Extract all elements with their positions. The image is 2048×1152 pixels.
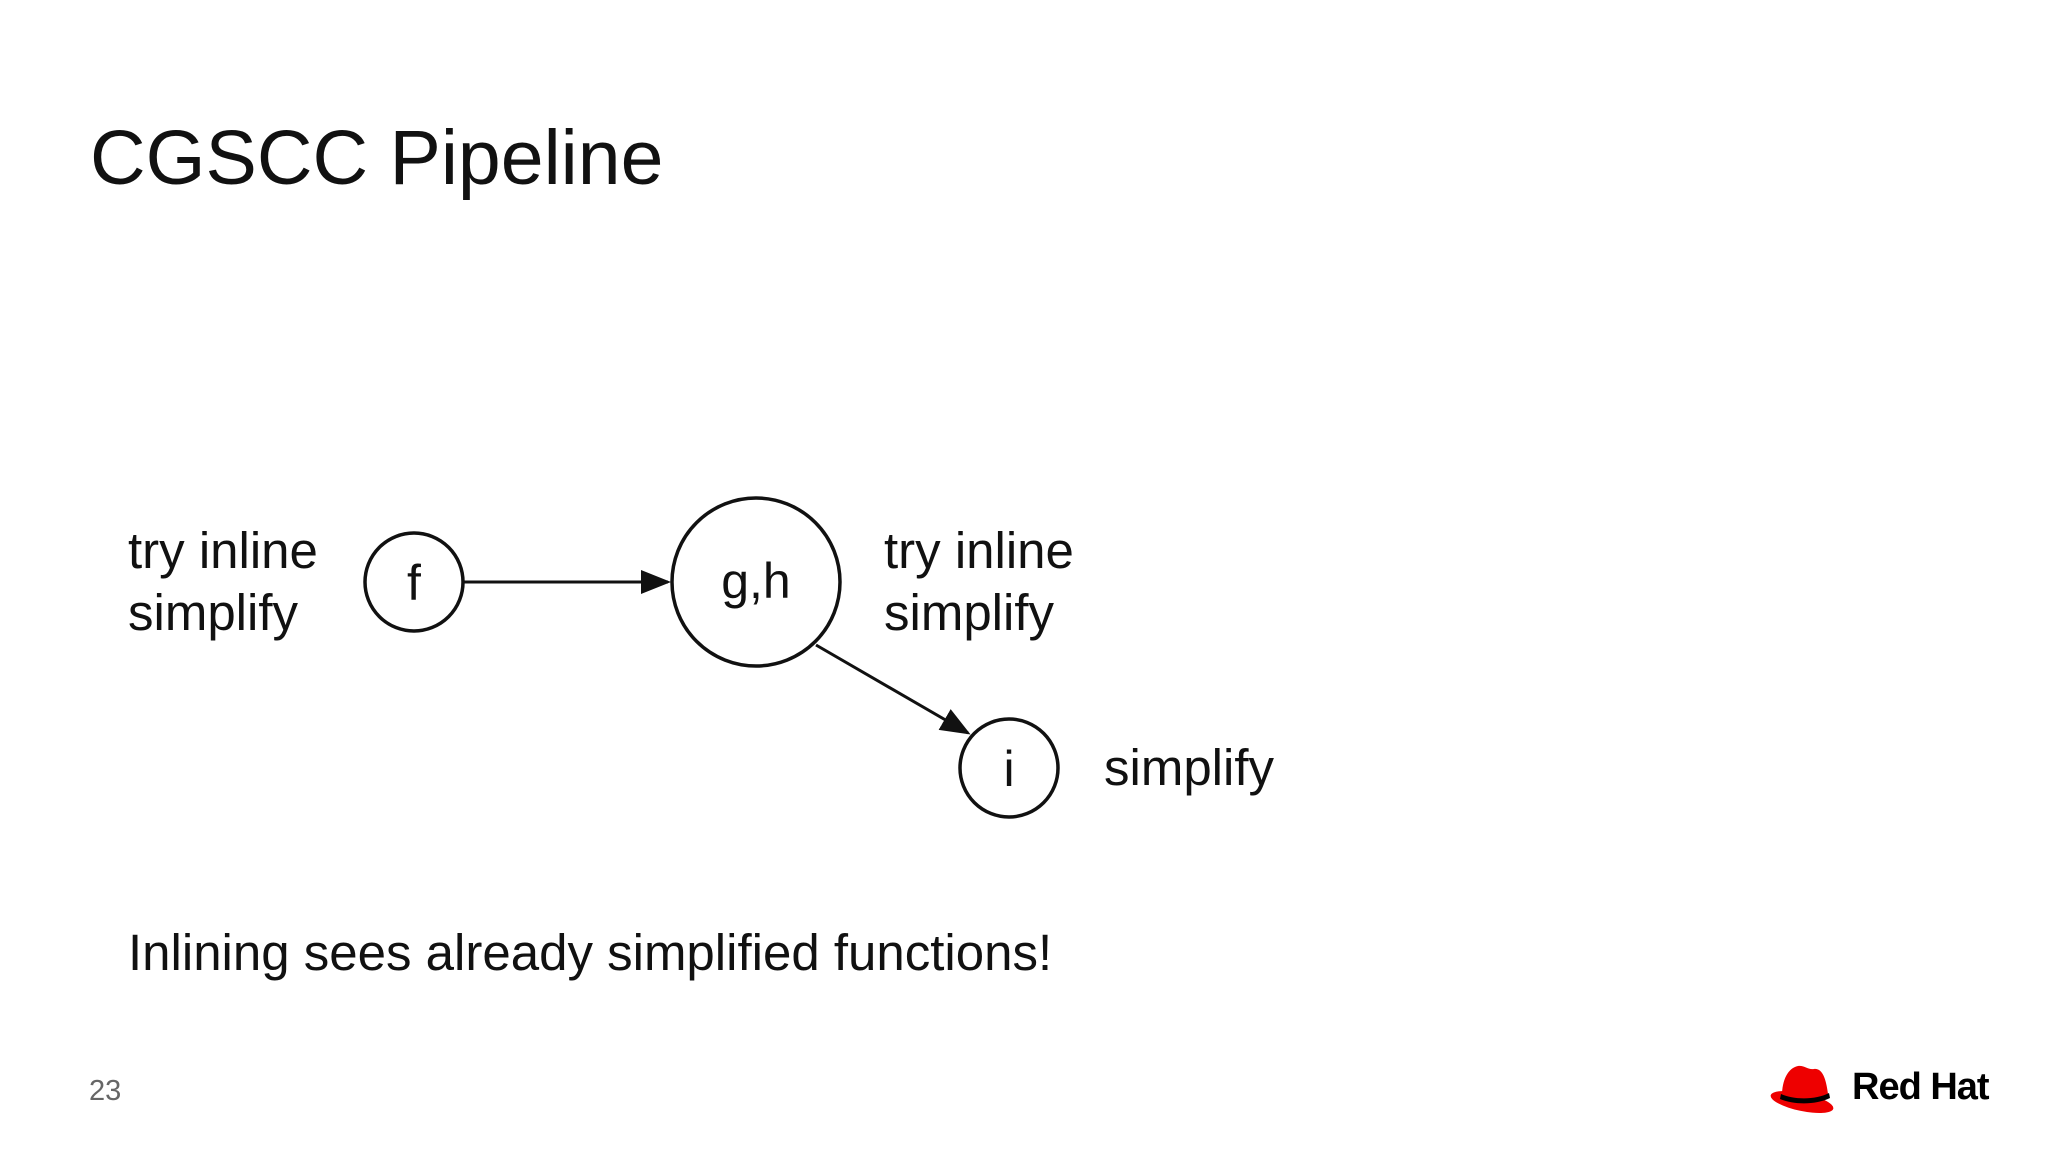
slide-title: CGSCC Pipeline	[90, 115, 664, 201]
node-f-note: try inline simplify	[128, 522, 318, 641]
node-f-label: f	[407, 555, 421, 611]
node-f: f	[363, 531, 465, 633]
conclusion-text: Inlining sees already simplified functio…	[128, 924, 1053, 981]
node-gh: g,h	[670, 496, 842, 668]
page-number: 23	[89, 1075, 122, 1107]
node-gh-note: try inline simplify	[884, 522, 1074, 641]
node-gh-label: g,h	[721, 553, 791, 609]
red-hat-fedora-icon	[1770, 1065, 1834, 1114]
node-i-note: simplify	[1104, 739, 1275, 796]
red-hat-wordmark: Red Hat	[1852, 1065, 1990, 1108]
node-i: i	[958, 717, 1060, 819]
red-hat-logo: Red Hat	[1768, 1058, 1990, 1116]
node-i-label: i	[1003, 741, 1014, 797]
edge-gh-to-i	[815, 643, 971, 735]
